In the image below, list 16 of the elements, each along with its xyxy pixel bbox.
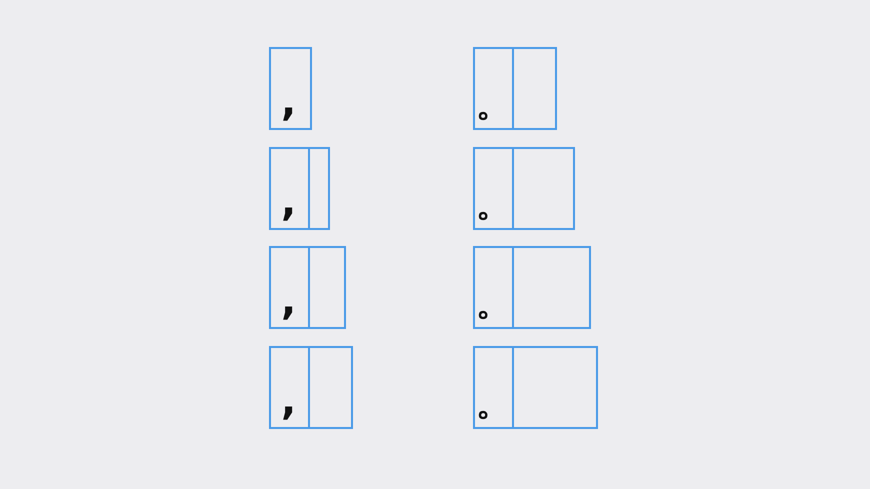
glyph-box [473, 147, 575, 230]
glyph-box [269, 346, 353, 429]
punctuation-mark: , [281, 381, 296, 421]
glyph-box [473, 346, 598, 429]
punctuation-mark: , [281, 281, 296, 321]
punctuation-mark: 。 [476, 188, 510, 222]
glyph-box [269, 246, 346, 329]
punctuation-mark: 。 [476, 387, 510, 421]
punctuation-mark: 。 [476, 287, 510, 321]
punctuation-mark: 。 [476, 88, 510, 122]
punctuation-mark: , [281, 82, 296, 122]
glyph-box [269, 147, 330, 230]
glyph-box [473, 246, 591, 329]
glyph-box [269, 47, 312, 130]
glyph-box [473, 47, 557, 130]
punctuation-mark: , [281, 182, 296, 222]
